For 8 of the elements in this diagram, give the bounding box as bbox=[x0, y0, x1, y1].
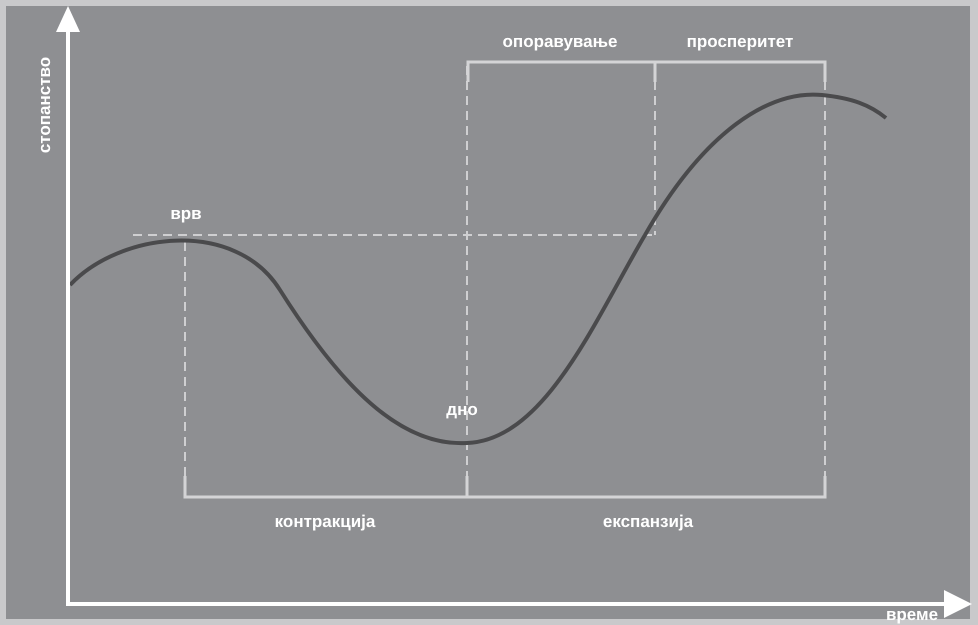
point-label: врв bbox=[170, 204, 202, 224]
point-label: дно bbox=[446, 400, 478, 420]
axis-label: време bbox=[886, 605, 938, 625]
phase-label: контракција bbox=[274, 512, 376, 532]
axis-label: стопанство bbox=[35, 56, 55, 154]
phase-label: експанзија bbox=[602, 512, 694, 532]
phase-label: просперитет bbox=[686, 32, 794, 52]
phase-label: опоравување bbox=[502, 32, 618, 52]
